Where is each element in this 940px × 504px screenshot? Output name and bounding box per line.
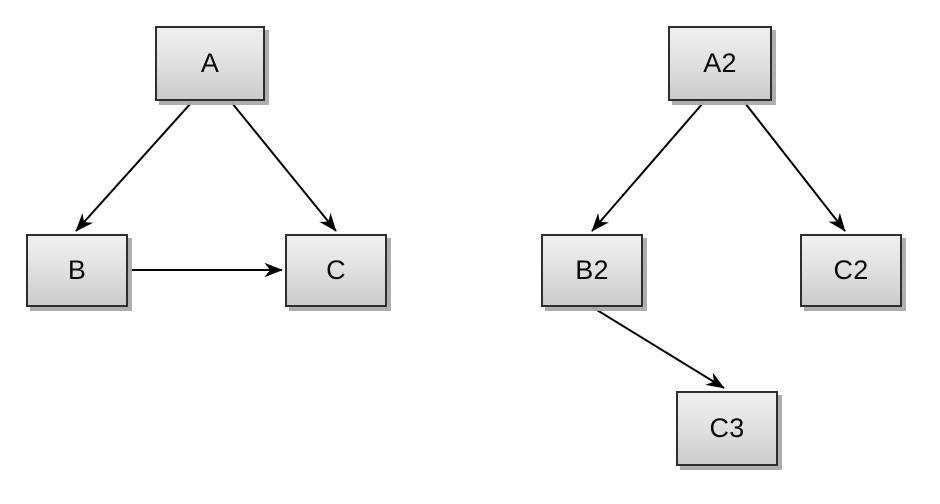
- node-label-c: C: [326, 255, 346, 285]
- node-label-b2: B2: [575, 255, 609, 285]
- edge-a-to-b: [75, 102, 192, 232]
- node-label-c3: C3: [709, 413, 745, 443]
- edge-b2-to-c3: [591, 306, 725, 389]
- node-b2[interactable]: B2: [541, 234, 643, 307]
- node-a2[interactable]: A2: [668, 26, 772, 101]
- node-c3[interactable]: C3: [676, 391, 778, 466]
- node-c[interactable]: C: [285, 234, 387, 307]
- edge-a-to-c: [231, 102, 337, 232]
- edge-a2-to-c2: [744, 102, 846, 232]
- node-label-c2: C2: [833, 255, 869, 285]
- edge-a2-to-b2: [591, 102, 704, 232]
- node-label-b: B: [67, 255, 87, 285]
- node-c2[interactable]: C2: [800, 234, 902, 307]
- node-a[interactable]: A: [155, 26, 265, 101]
- node-label-a2: A2: [703, 48, 737, 78]
- node-b[interactable]: B: [26, 234, 128, 307]
- node-label-a: A: [200, 48, 220, 78]
